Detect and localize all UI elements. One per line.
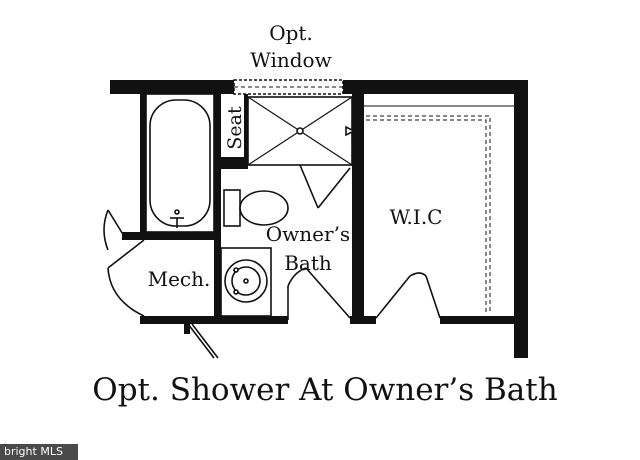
wic-doors	[375, 272, 441, 319]
wall-bottom-mid	[186, 316, 288, 324]
wall-tub-partition	[214, 94, 221, 322]
walls	[110, 80, 528, 358]
wall-seat-bottom	[221, 157, 247, 169]
caption: Opt. Shower At Owner’s Bath	[92, 372, 557, 408]
window-label-line1: Opt.	[269, 21, 313, 45]
wall-top-right	[343, 80, 528, 94]
wall-bottom-bath	[350, 316, 376, 324]
wall-right	[514, 80, 528, 358]
left-doors	[103, 209, 219, 359]
wall-bottom-left	[140, 316, 186, 324]
bath-door	[287, 267, 351, 320]
toilet	[223, 189, 289, 227]
bath-label-line2: Bath	[284, 251, 332, 275]
wall-mech-top	[122, 232, 221, 240]
shower	[247, 96, 356, 209]
sink	[220, 247, 272, 317]
wall-stub	[184, 322, 190, 334]
wall-top-left	[110, 80, 234, 94]
wic-label: W.I.C	[390, 205, 443, 229]
bathtub	[145, 93, 215, 233]
window-label-line2: Window	[250, 48, 331, 72]
bath-label-line1: Owner’s	[266, 222, 350, 246]
wall-seat-right	[244, 94, 248, 169]
watermark-logo: bright MLS	[0, 444, 78, 460]
seat-label: Seat	[224, 106, 246, 150]
wall-bath-wic	[352, 94, 364, 324]
wall-wic-bottom-right	[440, 316, 528, 324]
wall-left-upper	[140, 80, 146, 240]
wall-wic-bottom-left	[364, 316, 376, 324]
wic-shelving	[364, 105, 514, 314]
mech-label: Mech.	[148, 267, 211, 291]
optional-window	[233, 79, 344, 95]
